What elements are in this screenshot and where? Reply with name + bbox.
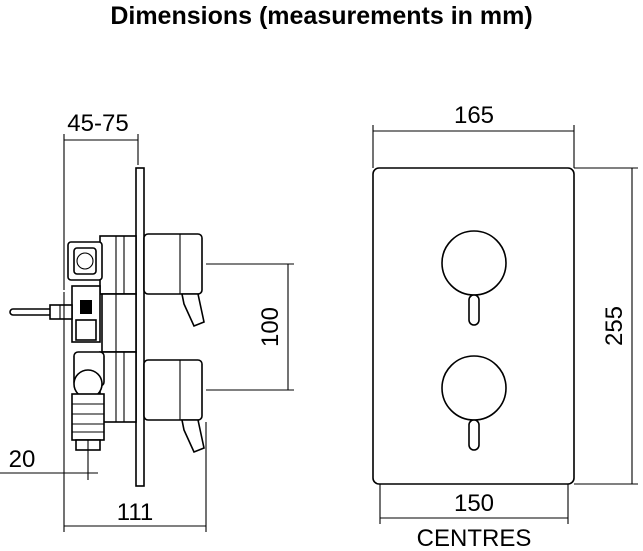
- upper-connector: [67, 241, 103, 281]
- side-view: 45-75: [0, 110, 294, 532]
- cover-plate-side: [135, 167, 145, 487]
- upper-handle-side: [143, 233, 205, 328]
- centres-value-label: 150: [454, 490, 494, 517]
- handle-spacing-label: 100: [257, 307, 284, 347]
- lower-inlet-connector: [71, 351, 105, 451]
- front-view: 165 255 150 CENTRES: [372, 102, 638, 551]
- centres-dimension: 150 CENTRES: [379, 484, 569, 551]
- offset-label: 20: [9, 446, 36, 473]
- depth-range-dimension: 45-75: [63, 110, 139, 290]
- total-depth-label: 111: [117, 499, 153, 526]
- upper-handle-front: [441, 230, 507, 326]
- width-label: 165: [454, 102, 494, 129]
- height-label: 255: [601, 306, 628, 346]
- side-outlet-pipe: [9, 304, 73, 320]
- height-dimension: 255: [574, 167, 638, 485]
- cover-plate-front: [372, 167, 575, 485]
- lower-handle-front: [441, 355, 507, 451]
- centres-text-label: CENTRES: [417, 525, 532, 551]
- total-depth-dimension: 111: [63, 292, 207, 532]
- valve-body: [71, 235, 137, 423]
- depth-range-label: 45-75: [67, 110, 128, 137]
- offset-dimension: 20: [0, 440, 98, 480]
- lower-handle-side: [143, 359, 205, 454]
- page-title: Dimensions (measurements in mm): [110, 2, 533, 30]
- width-dimension: 165: [372, 102, 575, 168]
- handle-spacing-dimension: 100: [206, 263, 294, 391]
